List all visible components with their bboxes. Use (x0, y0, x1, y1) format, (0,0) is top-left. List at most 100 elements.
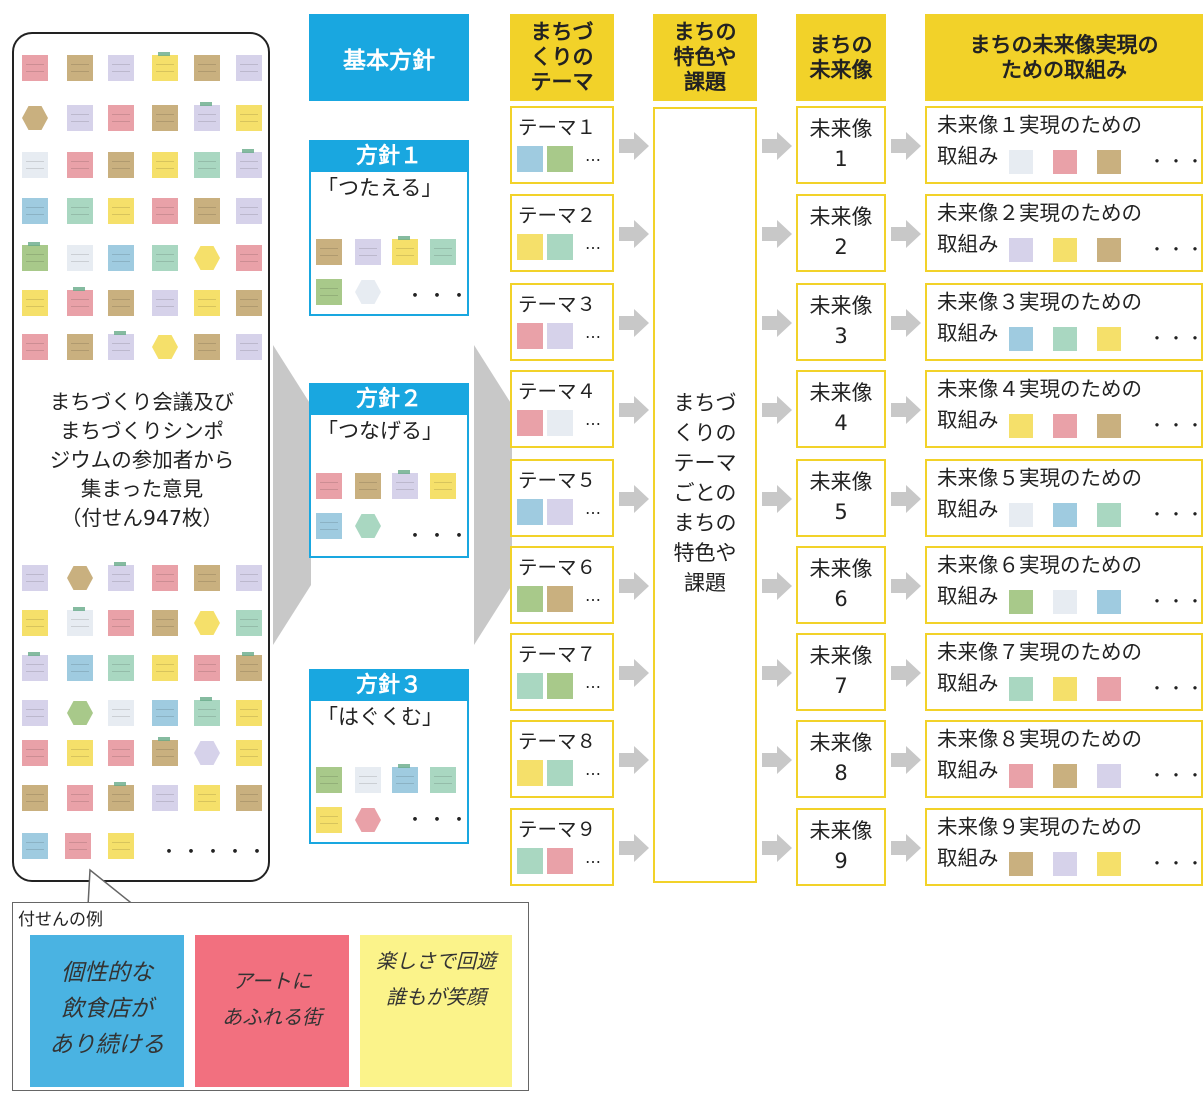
sticky-note (152, 610, 178, 636)
action-sticky-note (1053, 503, 1077, 527)
future-number-8: 8 (834, 761, 848, 785)
sticky-note (108, 562, 134, 591)
features-header-line-2: 特色や (673, 45, 737, 69)
action-text-3: 未来像３実現のための取組み (937, 287, 1142, 349)
theme-label-5: テーマ５ (518, 469, 597, 492)
sticky-note (194, 152, 220, 178)
sticky-note (67, 287, 93, 316)
flow-arrow-feature-6 (762, 572, 792, 600)
flow-arrow-future-4 (891, 396, 921, 424)
flow-arrow-policy-to-themes (474, 345, 512, 645)
sticky-note (152, 700, 178, 726)
future-word-8: 未来像 (809, 731, 873, 755)
action-line-1-5: 未来像５実現のための (937, 466, 1142, 490)
flow-arrow-future-1 (891, 132, 921, 160)
action-sticky-note (1053, 590, 1077, 614)
sample-note-3-line-1: 楽しさで回遊 (376, 949, 496, 973)
sticky-note (194, 611, 220, 635)
sticky-note (22, 700, 48, 726)
action-ellipsis-7: ・・・ (1149, 679, 1203, 698)
sticky-note-examples-title: 付せんの例 (18, 910, 103, 930)
opinions-ellipsis: ・・・・・ (160, 842, 270, 863)
features-line-6: 特色や (673, 541, 737, 565)
theme-ellipsis-5: … (585, 499, 601, 518)
action-line-2-7: 取組み (937, 671, 999, 695)
action-sticky-note (1009, 764, 1033, 788)
action-text-4: 未来像４実現のための取組み (937, 374, 1142, 436)
policy-sticky-note (355, 280, 381, 304)
action-sticky-note (1097, 150, 1121, 174)
action-ellipsis-6: ・・・ (1149, 592, 1203, 611)
sticky-note (22, 610, 48, 636)
features-line-7: 課題 (684, 571, 726, 595)
future-word-7: 未来像 (809, 644, 873, 668)
theme-box-3: テーマ３… (510, 283, 614, 361)
sticky-note (236, 55, 262, 81)
sample-note-1-line-2: 飲食店が (61, 996, 153, 1022)
action-sticky-note (1053, 327, 1077, 351)
sticky-note (236, 290, 262, 316)
sticky-note (108, 198, 134, 224)
theme-sticky-note (517, 499, 543, 525)
flow-arrow-future-6 (891, 572, 921, 600)
sticky-note (108, 290, 134, 316)
flow-arrow-theme-1 (619, 132, 649, 160)
sticky-note (67, 55, 93, 81)
flow-arrow-future-9 (891, 834, 921, 862)
sticky-note (67, 105, 93, 131)
action-sticky-note (1009, 327, 1033, 351)
action-sticky-note (1009, 150, 1033, 174)
flow-arrow-future-8 (891, 746, 921, 774)
opinions-line-2: まちづくりシンポ (60, 419, 224, 443)
sticky-note (22, 198, 48, 224)
action-line-1-1: 未来像１実現のための (937, 113, 1142, 137)
sticky-note (152, 198, 178, 224)
sticky-note (22, 290, 48, 316)
flow-arrow-opinions-to-policy (273, 345, 311, 645)
features-line-5: まちの (673, 511, 737, 535)
action-ellipsis-2: ・・・ (1149, 240, 1203, 259)
action-line-1-9: 未来像９実現のための (937, 815, 1142, 839)
sticky-note (194, 102, 220, 131)
action-text-7: 未来像７実現のための取組み (937, 637, 1142, 699)
sticky-note (236, 740, 262, 766)
action-ellipsis-4: ・・・ (1149, 416, 1203, 435)
action-line-1-8: 未来像８実現のための (937, 727, 1142, 751)
action-sticky-note (1097, 414, 1121, 438)
sticky-note (236, 198, 262, 224)
sticky-note (108, 740, 134, 766)
opinions-line-4: 集まった意見 (80, 477, 204, 501)
sticky-note (67, 334, 93, 360)
sticky-note (108, 700, 134, 726)
sticky-note (194, 290, 220, 316)
sticky-note (152, 335, 178, 359)
theme-label-4: テーマ４ (518, 380, 597, 403)
sticky-note (152, 105, 178, 131)
action-line-2-5: 取組み (937, 497, 999, 521)
sticky-note (236, 785, 262, 811)
action-sticky-note (1053, 764, 1077, 788)
sticky-note (236, 565, 262, 591)
features-box (653, 107, 757, 883)
flow-arrow-feature-3 (762, 309, 792, 337)
theme-box-9: テーマ９… (510, 808, 614, 886)
flow-arrow-theme-6 (619, 572, 649, 600)
action-box-6: 未来像６実現のための取組み・・・ (925, 546, 1203, 624)
future-word-5: 未来像 (809, 470, 873, 494)
sample-note-2: アートに あふれる街 (195, 935, 349, 1087)
action-line-2-6: 取組み (937, 584, 999, 608)
flow-arrow-theme-5 (619, 485, 649, 513)
action-sticky-note (1053, 150, 1077, 174)
action-sticky-note (1097, 590, 1121, 614)
policy-sticky-note (355, 239, 381, 265)
theme-sticky-note (547, 499, 573, 525)
flow-arrow-theme-3 (619, 309, 649, 337)
sticky-note (108, 655, 134, 681)
